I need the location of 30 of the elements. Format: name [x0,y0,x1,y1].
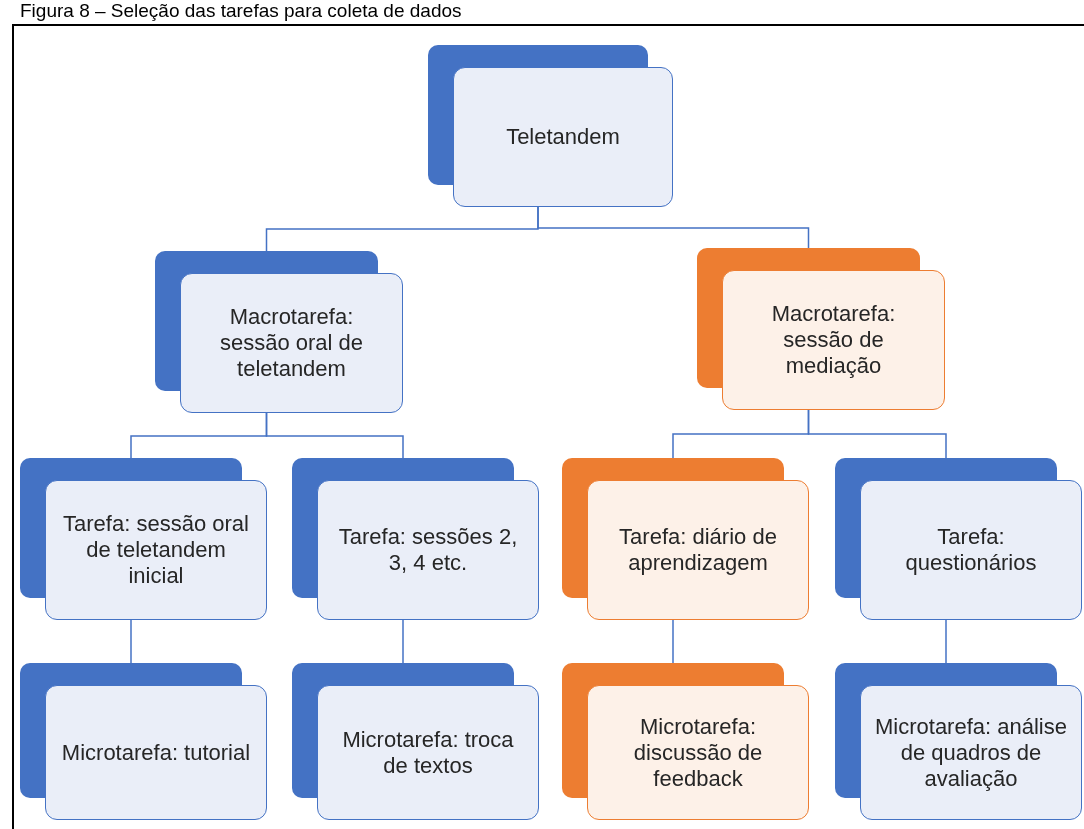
layered-box [428,45,673,207]
connector-line [265,412,404,459]
layered-box [562,663,809,820]
box-label: Tarefa: sessões 2, 3, 4 etc. [337,524,519,576]
box-label: Macrotarefa: sessão oral de teletandem [218,304,365,382]
box-label: Tarefa: questionários [904,524,1038,576]
box-label: Microtarefa: análise de quadros de avaliação [875,713,1067,792]
layered-box [697,248,945,410]
layered-box [562,458,809,620]
box-label: Microtarefa: tutorial [61,739,251,766]
box-label: Tarefa: sessão oral de teletandem inicial [62,511,250,589]
layered-box [835,458,1082,620]
layered-box [835,663,1082,820]
box-label: Macrotarefa: sessão de mediação [770,301,897,379]
box-label: Tarefa: diário de aprendizagem [618,524,778,576]
box-label: Microtarefa: troca de textos [341,726,515,779]
box-label: Microtarefa: discussão de feedback [632,713,764,792]
box-label: Teletandem [506,124,620,150]
connector-line [402,619,404,664]
connector-line [945,619,947,664]
layered-box [20,458,267,620]
layered-box [292,663,539,820]
connector-line [130,619,132,664]
figure-title: Figura 8 – Seleção das tarefas para coleta de dados [20,0,462,22]
layered-box [20,663,267,820]
layered-box [292,458,539,620]
connector-line [672,619,674,664]
connector-line [537,206,810,249]
layered-box [155,251,403,413]
connector-line [807,409,947,459]
